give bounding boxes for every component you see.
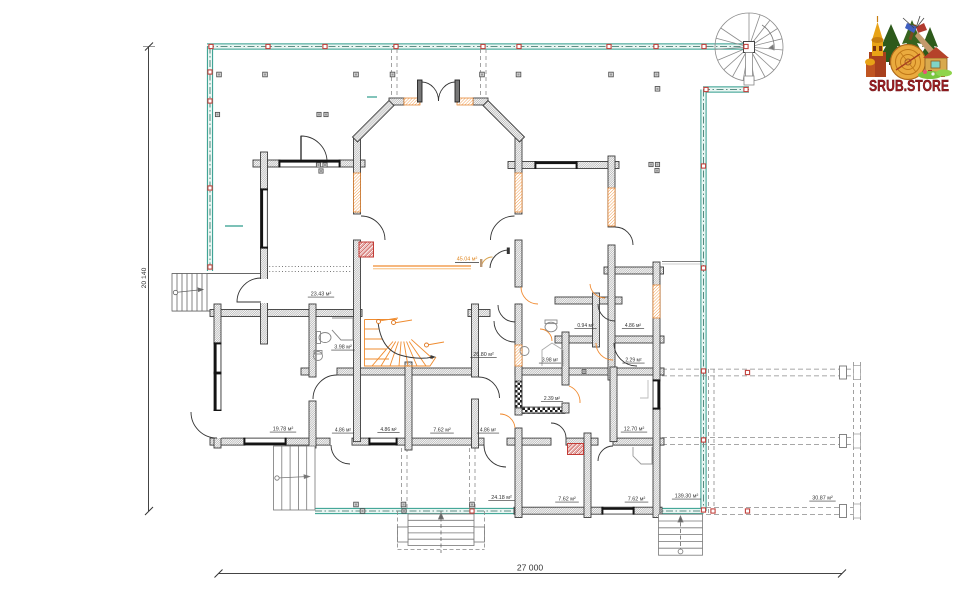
svg-text:12.70 м²: 12.70 м² [624, 427, 645, 433]
svg-text:SRUB.STORE: SRUB.STORE [869, 78, 949, 95]
svg-text:45.04 м²: 45.04 м² [457, 257, 478, 263]
svg-text:26.80 м²: 26.80 м² [473, 352, 494, 358]
svg-text:139.30 м²: 139.30 м² [675, 494, 699, 500]
svg-text:7.62 м²: 7.62 м² [433, 428, 451, 434]
svg-text:4.86 м²: 4.86 м² [625, 323, 642, 329]
svg-text:2.29 м²: 2.29 м² [625, 358, 642, 364]
svg-text:4.86 м²: 4.86 м² [380, 427, 397, 433]
svg-text:24.18 м²: 24.18 м² [491, 495, 512, 501]
svg-text:7.62 м²: 7.62 м² [628, 497, 646, 503]
svg-text:27 000: 27 000 [517, 563, 544, 573]
svg-text:19.78 м²: 19.78 м² [273, 427, 294, 433]
svg-text:4.86 м²: 4.86 м² [335, 428, 352, 434]
svg-text:2.39 м²: 2.39 м² [544, 396, 561, 402]
svg-text:0.94 м²: 0.94 м² [577, 323, 594, 329]
svg-text:7.62 м²: 7.62 м² [558, 497, 576, 503]
svg-text:30.87 м²: 30.87 м² [812, 496, 833, 502]
svg-text:4.86 м²: 4.86 м² [480, 428, 497, 434]
svg-text:20 140: 20 140 [141, 267, 148, 288]
svg-text:3.98 м²: 3.98 м² [334, 345, 352, 351]
svg-text:23.43 м²: 23.43 м² [311, 292, 332, 298]
svg-text:3.98 м²: 3.98 м² [542, 358, 559, 364]
